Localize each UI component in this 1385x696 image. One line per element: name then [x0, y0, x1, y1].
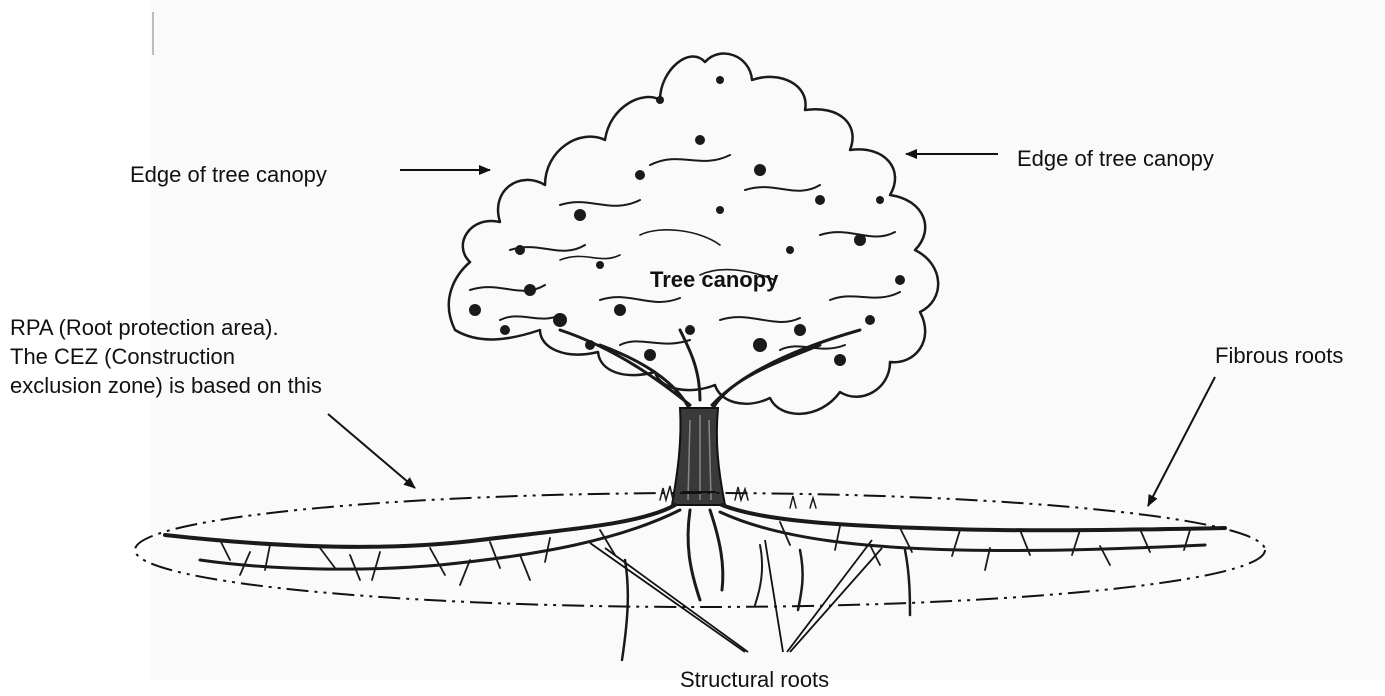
label-rpa-line3: exclusion zone) is based on this — [10, 373, 322, 398]
label-rpa-line2: The CEZ (Construction — [10, 344, 235, 369]
label-rpa-line1: RPA (Root protection area). — [10, 315, 279, 340]
label-tree-canopy: Tree canopy — [650, 267, 779, 292]
label-structural-roots: Structural roots — [680, 667, 829, 692]
label-canopy-edge-right: Edge of tree canopy — [1017, 146, 1214, 171]
paper-shadow — [150, 0, 1385, 680]
label-canopy-edge-left: Edge of tree canopy — [130, 162, 327, 187]
label-fibrous-roots: Fibrous roots — [1215, 343, 1343, 368]
tree-trunk — [672, 408, 725, 505]
